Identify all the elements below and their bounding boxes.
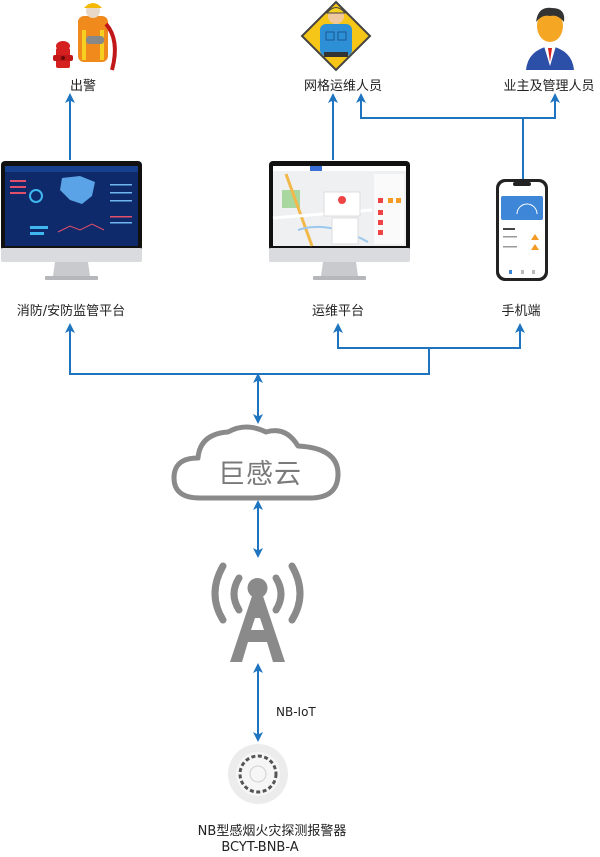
bracket-roles-top: [356, 93, 560, 119]
smartphone: [495, 178, 549, 282]
maintenance-monitor: [268, 160, 411, 285]
cloud-label: 巨感云: [218, 459, 302, 490]
link-label-nbiot: NB-IoT: [276, 705, 316, 719]
role-label-dispatch: 出警: [69, 79, 97, 94]
fire-security-monitor: [0, 160, 143, 285]
device-name: NB型感烟火灾探测报警器: [197, 824, 347, 839]
role-label-grid-maintenance: 网格运维人员: [303, 79, 383, 94]
bracket-cloud-to-platforms: [65, 323, 430, 375]
bracket-maintenance-mobile: [333, 323, 525, 349]
platform-label-maintenance: 运维平台: [311, 304, 365, 319]
businessman-icon: [520, 0, 580, 72]
role-label-owner-manager: 业主及管理人员: [503, 79, 595, 94]
platform-label-mobile: 手机端: [501, 304, 541, 319]
cell-tower-icon: [205, 556, 310, 666]
smoke-detector-icon: [226, 742, 290, 806]
technician-icon: [300, 0, 372, 72]
cloud-icon: [170, 420, 345, 502]
firefighter-icon: [50, 0, 125, 72]
device-model: BCYT-BNB-A: [221, 840, 299, 855]
platform-label-fire-security: 消防/安防监管平台: [16, 304, 126, 319]
